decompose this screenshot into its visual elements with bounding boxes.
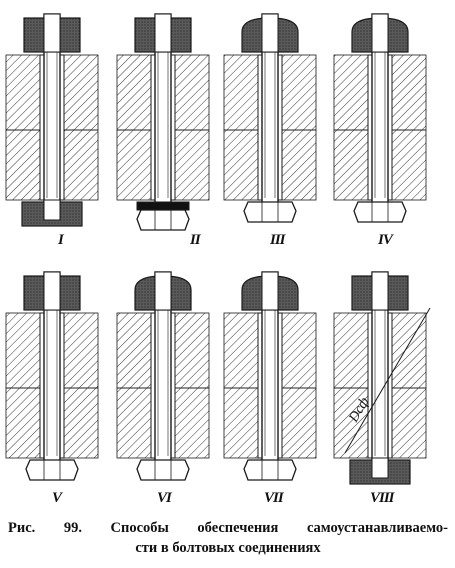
bolted-joints-figure: Dсф xyxy=(5,13,431,485)
variant-label-4: IV xyxy=(378,232,393,248)
bolt-assembly-6 xyxy=(116,271,210,481)
variant-label-1: I xyxy=(58,232,64,248)
bolt-head xyxy=(136,459,190,481)
variant-label-3: III xyxy=(270,232,285,248)
bolt-head xyxy=(243,201,297,223)
variant-label-5: V xyxy=(52,490,62,506)
bolt-head xyxy=(353,201,407,223)
bolt-assembly-4 xyxy=(333,13,427,223)
bolt-assembly-7 xyxy=(223,271,317,481)
bolt-head xyxy=(25,459,79,481)
bolt-assembly-3 xyxy=(223,13,317,223)
bolt-head xyxy=(243,459,297,481)
figure-caption: Рис. 99. Способы обеспечения самоустанав… xyxy=(8,518,448,558)
bolt-head xyxy=(136,209,190,231)
bolt-assembly-2 xyxy=(116,13,210,231)
variant-label-8: VIII xyxy=(370,490,395,506)
variant-label-7: VII xyxy=(264,490,284,506)
bolt-assembly-1 xyxy=(5,13,99,227)
caption-line-2: сти в болтовых соединениях xyxy=(135,540,321,556)
caption-line-1: Рис. 99. Способы обеспечения самоустанав… xyxy=(8,520,448,536)
sphere-diameter-dimension xyxy=(344,307,431,454)
bolt-assembly-5 xyxy=(5,271,99,481)
washer xyxy=(136,201,190,211)
variant-label-6: VI xyxy=(157,490,172,506)
bolt-assembly-8 xyxy=(333,271,427,485)
variant-label-2: II xyxy=(190,232,201,248)
